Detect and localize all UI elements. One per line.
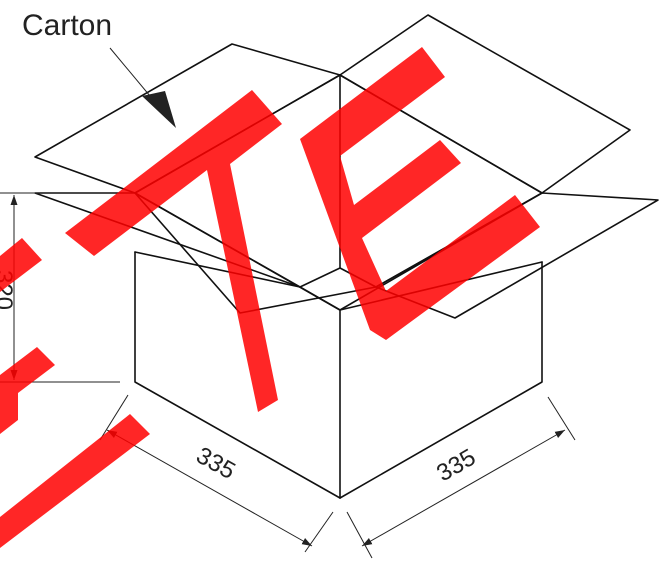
carton-part-label: Carton: [22, 9, 112, 42]
width-extension-right: [304, 511, 334, 553]
watermark-letter-e-right: [300, 47, 540, 340]
width-dimension: [99, 394, 334, 553]
width-dimension-label: 335: [192, 442, 240, 485]
depth-dimension-label: 335: [432, 444, 480, 487]
width-dimension-line: [106, 429, 313, 547]
depth-dimension: [346, 396, 576, 559]
depth-extension-left: [346, 511, 373, 559]
watermark-letter-e-left: [0, 238, 150, 548]
watermark-letter-t: [65, 90, 282, 412]
watermark: [0, 47, 540, 548]
depth-extension-right: [547, 396, 576, 441]
carton-leader-arrowhead: [142, 91, 176, 128]
depth-dimension-line: [361, 429, 566, 547]
width-extension-left: [99, 394, 129, 441]
